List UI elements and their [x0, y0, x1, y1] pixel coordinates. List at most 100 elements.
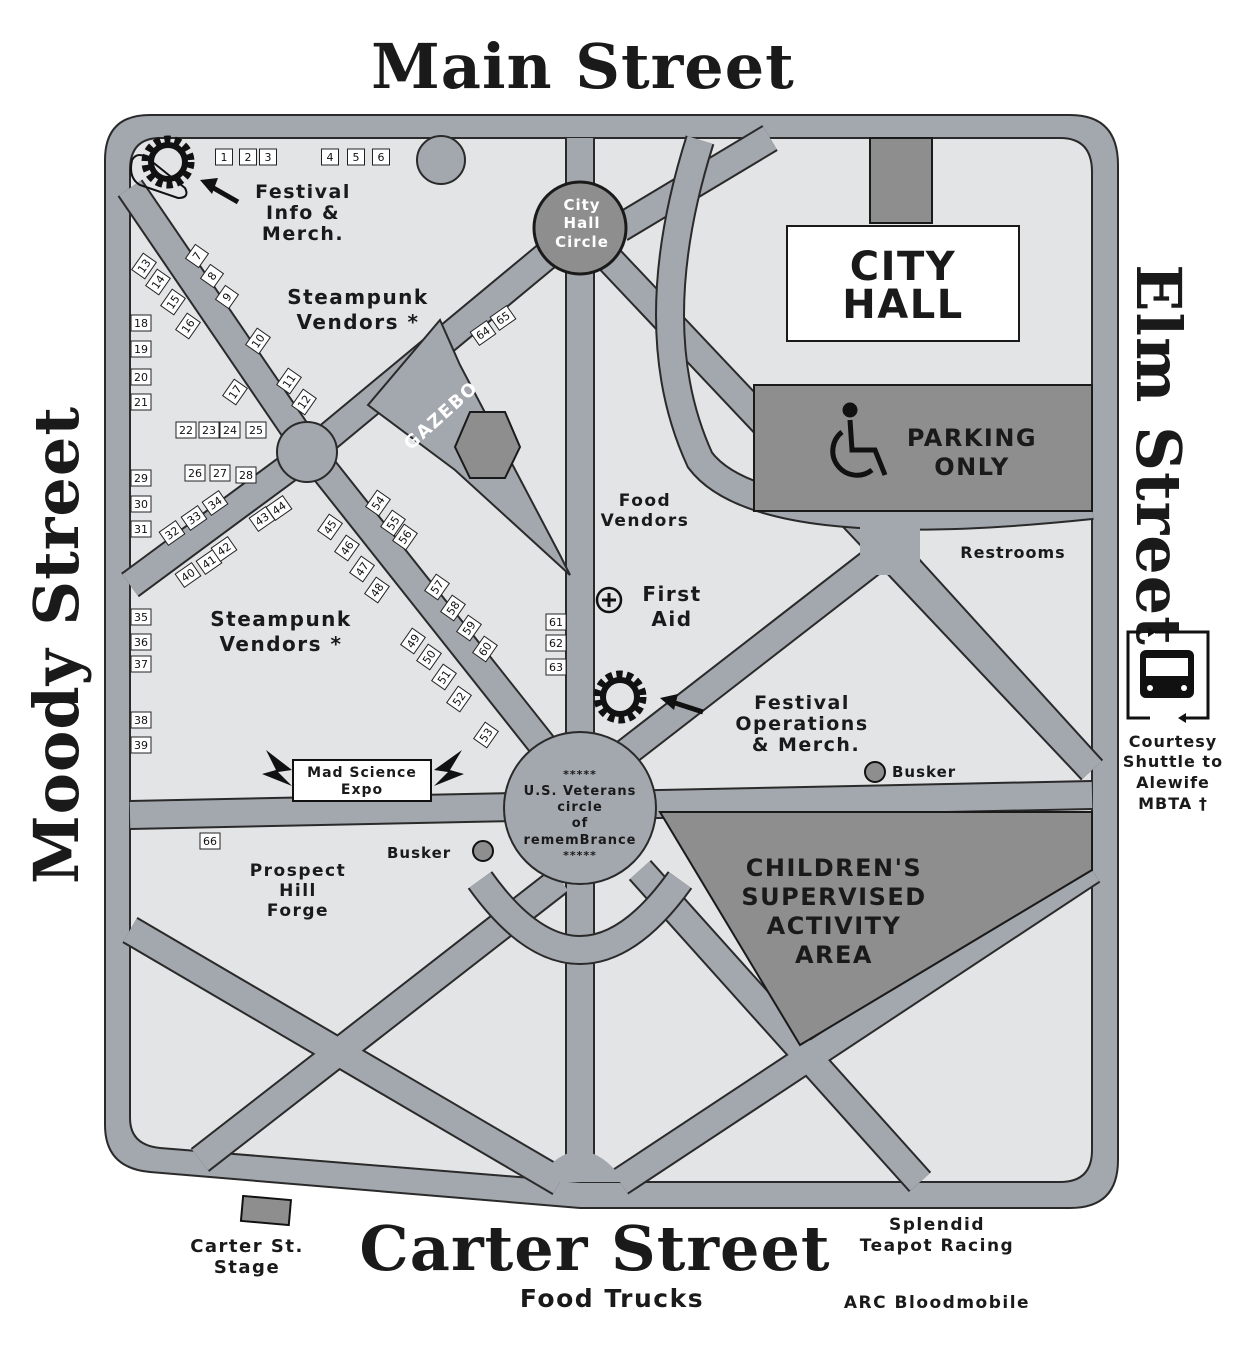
svg-text:Expo: Expo [341, 782, 383, 798]
city-hall-circle[interactable]: City Hall Circle [532, 180, 628, 276]
svg-text:City: City [563, 196, 600, 214]
booth-51[interactable]: 51 [431, 663, 457, 691]
booth-6[interactable]: 6 [372, 148, 390, 166]
booth-20[interactable]: 20 [130, 368, 152, 386]
booth-54[interactable]: 54 [365, 489, 391, 517]
booth-24[interactable]: 24 [219, 421, 241, 439]
booth-23[interactable]: 23 [198, 421, 220, 439]
first-aid-label[interactable]: First Aid [642, 582, 701, 631]
booth-44[interactable]: 44 [265, 495, 293, 521]
bloodmobile-label[interactable]: ARC Bloodmobile [844, 1293, 1030, 1313]
booth-59[interactable]: 59 [456, 614, 482, 642]
booth-number: 28 [239, 469, 253, 482]
booth-27[interactable]: 27 [209, 464, 231, 482]
booth-21[interactable]: 21 [130, 393, 152, 411]
booth-42[interactable]: 42 [210, 536, 238, 562]
childrens-area[interactable]: CHILDREN'S SUPERVISED ACTIVITY AREA [658, 811, 1093, 1047]
booth-52[interactable]: 52 [446, 685, 472, 713]
booth-13[interactable]: 13 [131, 252, 157, 280]
booth-number: 29 [134, 472, 148, 485]
booth-65[interactable]: 65 [489, 305, 517, 331]
steampunk-vendors-top-label[interactable]: Steampunk Vendors * [287, 285, 428, 334]
booth-25[interactable]: 25 [245, 421, 267, 439]
booth-37[interactable]: 37 [130, 655, 152, 673]
booth-32[interactable]: 32 [158, 520, 186, 546]
accessible-parking[interactable]: PARKING ONLY [753, 384, 1093, 512]
mad-science-label[interactable]: Mad Science Expo [307, 765, 417, 798]
booth-45[interactable]: 45 [317, 513, 343, 541]
restrooms-label[interactable]: Restrooms [960, 543, 1065, 562]
booth-5[interactable]: 5 [347, 148, 365, 166]
booth-14[interactable]: 14 [145, 268, 171, 296]
booth-15[interactable]: 15 [160, 288, 186, 316]
booth-9[interactable]: 9 [214, 284, 240, 310]
booth-53[interactable]: 53 [473, 721, 499, 749]
booth-4[interactable]: 4 [321, 148, 339, 166]
city-hall[interactable]: CITY HALL [786, 137, 1020, 342]
booth-57[interactable]: 57 [424, 573, 450, 601]
booth-11[interactable]: 11 [276, 367, 302, 395]
prospect-hill-forge-label[interactable]: Prospect Hill Forge [250, 861, 347, 921]
booth-64[interactable]: 64 [469, 320, 497, 346]
booth-38[interactable]: 38 [130, 711, 152, 729]
svg-text:Vendors *: Vendors * [220, 632, 343, 656]
steampunk-vendors-left-label[interactable]: Steampunk Vendors * [210, 607, 351, 656]
booth-60[interactable]: 60 [472, 635, 498, 663]
booth-47[interactable]: 47 [349, 555, 375, 583]
booth-28[interactable]: 28 [235, 466, 257, 484]
booth-56[interactable]: 56 [392, 523, 418, 551]
booth-26[interactable]: 26 [184, 464, 206, 482]
svg-text:MBTA †: MBTA † [1138, 794, 1208, 813]
booth-number: 36 [134, 636, 148, 649]
booth-63[interactable]: 63 [545, 658, 567, 676]
booth-39[interactable]: 39 [130, 736, 152, 754]
booth-58[interactable]: 58 [440, 594, 466, 622]
main-street-label: Main Street [371, 30, 795, 103]
booth-35[interactable]: 35 [130, 608, 152, 626]
booth-18[interactable]: 18 [130, 314, 152, 332]
booth-41[interactable]: 41 [195, 549, 223, 575]
svg-text:ONLY: ONLY [934, 453, 1009, 481]
booth-36[interactable]: 36 [130, 633, 152, 651]
veterans-circle[interactable]: ***** U.S. Veterans circle of rememBranc… [503, 731, 657, 885]
booth-16[interactable]: 16 [175, 312, 201, 340]
teapot-racing-label[interactable]: Splendid Teapot Racing [860, 1215, 1014, 1256]
svg-text:Hill: Hill [279, 881, 317, 901]
gazebo-area[interactable]: GAZEBO [366, 318, 571, 576]
svg-text:Steampunk: Steampunk [210, 607, 351, 631]
booth-50[interactable]: 50 [416, 643, 442, 671]
booth-number: 22 [179, 424, 193, 437]
food-trucks-label[interactable]: Food Trucks [520, 1284, 704, 1313]
booth-49[interactable]: 49 [400, 627, 426, 655]
booth-55[interactable]: 55 [380, 509, 406, 537]
booth-12[interactable]: 12 [291, 388, 317, 416]
booth-22[interactable]: 22 [175, 421, 197, 439]
booth-17[interactable]: 17 [222, 378, 248, 406]
booth-7[interactable]: 7 [184, 243, 210, 269]
booth-62[interactable]: 62 [545, 634, 567, 652]
booth-34[interactable]: 34 [201, 490, 229, 516]
booth-48[interactable]: 48 [364, 576, 390, 604]
festival-operations-label[interactable]: Festival Operations & Merch. [735, 692, 868, 756]
booth-10[interactable]: 10 [245, 327, 271, 355]
booth-61[interactable]: 61 [545, 613, 567, 631]
booth-66[interactable]: 66 [199, 832, 221, 850]
booth-29[interactable]: 29 [130, 469, 152, 487]
booth-8[interactable]: 8 [199, 263, 225, 289]
booth-30[interactable]: 30 [130, 495, 152, 513]
booth-46[interactable]: 46 [334, 534, 360, 562]
booth-number: 23 [202, 424, 216, 437]
booth-19[interactable]: 19 [130, 340, 152, 358]
festival-info-label[interactable]: Festival Info & Merch. [255, 181, 351, 245]
booth-2[interactable]: 2 [239, 148, 257, 166]
booth-31[interactable]: 31 [130, 520, 152, 538]
booth-3[interactable]: 3 [259, 148, 277, 166]
booth-33[interactable]: 33 [180, 505, 208, 531]
booth-1[interactable]: 1 [215, 148, 233, 166]
carter-stage-label[interactable]: Carter St. Stage [190, 1236, 304, 1278]
food-vendors-label[interactable]: Food Vendors [601, 491, 690, 531]
shuttle-label[interactable]: Courtesy Shuttle to Alewife MBTA † [1123, 732, 1223, 813]
booth-40[interactable]: 40 [174, 562, 202, 588]
svg-text:Alewife: Alewife [1136, 773, 1210, 792]
